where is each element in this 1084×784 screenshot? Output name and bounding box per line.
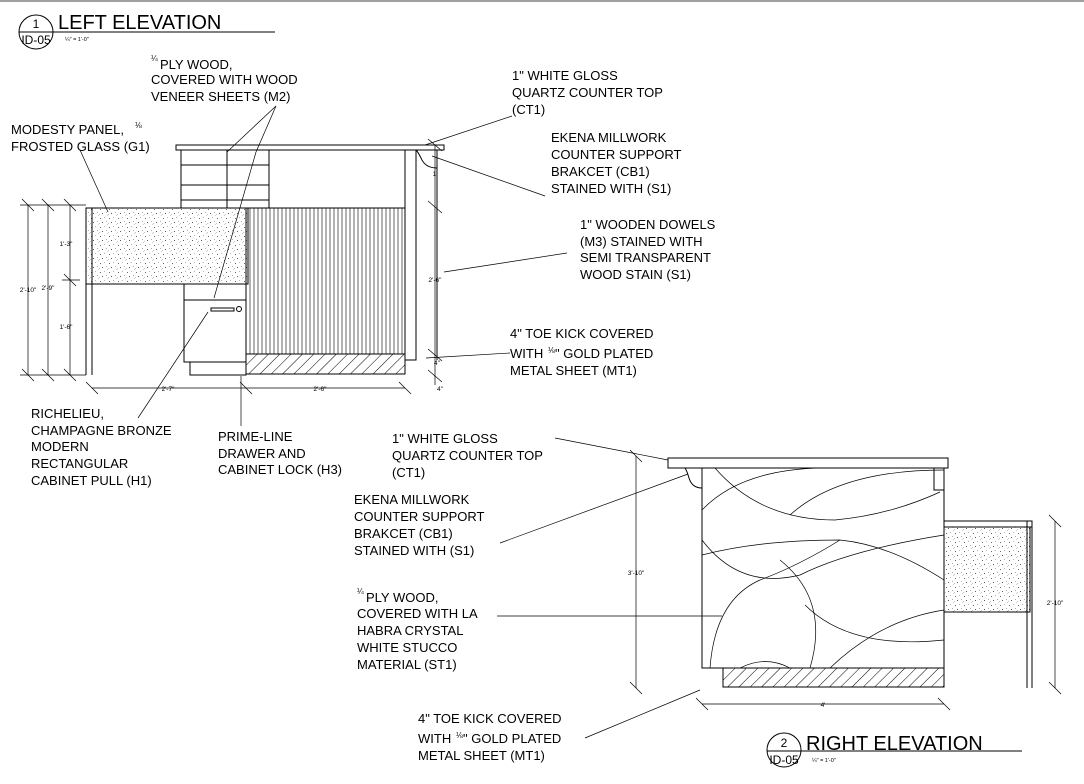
r-note-bracket-line1: EKENA MILLWORK: [354, 492, 470, 507]
note-lock-line1: PRIME-LINE: [218, 429, 293, 444]
modesty-fraction: ⅛: [135, 121, 142, 130]
note-plywood-line2: COVERED WITH WOOD: [151, 72, 298, 87]
r-note-stucco-line3: HABRA CRYSTAL: [357, 623, 463, 638]
note-modesty-line2: FROSTED GLASS (G1): [11, 139, 150, 154]
right-elevation-tag-sheet: ID-05: [769, 753, 799, 767]
left-elevation-notes: ¼ PLY WOOD, COVERED WITH WOOD VENEER SHE…: [11, 54, 716, 488]
r-note-stucco-line2: COVERED WITH LA: [357, 606, 478, 621]
r-note-toekick-line2: " GOLD PLATED: [463, 731, 561, 746]
side-glass-panel: [943, 526, 1031, 613]
note-pull-line1: RICHELIEU,: [31, 406, 104, 421]
r-note-bracket-line3: BRAKCET (CB1): [354, 526, 453, 541]
note-toekick-with: WITH: [510, 346, 543, 361]
dim-width-right: 2'-6": [314, 386, 328, 393]
note-plywood-line1: PLY WOOD,: [160, 57, 232, 72]
note-toekick-line2: " GOLD PLATED: [555, 346, 653, 361]
dim-side-height: 2'-10": [1047, 600, 1064, 607]
dim-total-height: 2'-10": [20, 287, 37, 294]
dim-mid-height: 2'-9": [42, 285, 56, 292]
right-elevation-title-block: 2 ID-05 RIGHT ELEVATION ¼" = 1'-0": [766, 732, 1022, 768]
stucco-fraction: ¼: [357, 587, 364, 596]
right-elevation-tag-number: 2: [781, 736, 788, 750]
right-elevation-drawing: 3'-10" 2'-10" 4': [628, 449, 1064, 711]
r-note-stucco-line1: PLY WOOD,: [366, 590, 438, 605]
stucco-swirl-pattern: [701, 467, 945, 669]
left-elevation-scale: ¼" = 1'-0": [65, 37, 89, 43]
dim-width-left: 2'-7": [162, 386, 176, 393]
toekick-fraction: ⅛: [548, 346, 555, 355]
right-counter-top: [667, 457, 949, 469]
left-elevation-drawing: 2'-10" 2'-9" 1'-3" 1'-6" 1' 2'-6" 4" 4" …: [20, 138, 445, 395]
dim-lower-height: 1'-6": [60, 324, 74, 331]
stucco-body: [701, 467, 945, 669]
veneer-cabinet: [180, 149, 270, 209]
note-pull-line5: CABINET PULL (H1): [31, 473, 152, 488]
note-countertop-line2: QUARTZ COUNTER TOP: [512, 85, 663, 100]
cabinet-pull: [210, 307, 235, 312]
left-elevation-tag-number: 1: [33, 17, 40, 31]
r-note-toekick-with: WITH: [418, 731, 451, 746]
counter-top: [175, 144, 445, 151]
modesty-panel-glass: [85, 207, 249, 285]
note-dowels-line4: WOOD STAIN (S1): [580, 267, 691, 282]
dim-right-width: 4': [821, 702, 826, 709]
note-lock-line3: CABINET LOCK (H3): [218, 462, 342, 477]
r-note-bracket-line4: STAINED WITH (S1): [354, 543, 474, 558]
note-countertop-line1: 1" WHITE GLOSS: [512, 68, 618, 83]
note-toekick-line1: 4" TOE KICK COVERED: [510, 326, 654, 341]
r-toekick-fraction: ⅛: [456, 731, 463, 740]
dim-upper-height: 1'-3": [60, 241, 74, 248]
left-elevation-leaders: [79, 105, 568, 426]
note-plywood-line3: VENEER SHEETS (M2): [151, 89, 290, 104]
dim-top: 1': [433, 171, 438, 178]
note-bracket-line2: COUNTER SUPPORT: [551, 147, 682, 162]
note-pull-line3: MODERN: [31, 439, 89, 454]
dim-right-height-total: 3'-10": [628, 570, 645, 577]
r-note-stucco-line4: WHITE STUCCO: [357, 640, 457, 655]
note-dowels-line1: 1" WOODEN DOWELS: [580, 217, 716, 232]
r-note-countertop-line2: QUARTZ COUNTER TOP: [392, 448, 543, 463]
note-dowels-line2: (M3) STAINED WITH: [580, 234, 703, 249]
right-elevation-title: RIGHT ELEVATION: [806, 733, 983, 755]
left-elevation-title-block: 1 ID-05 LEFT ELEVATION ¼" = 1'-0": [18, 12, 275, 50]
r-note-toekick-line1: 4" TOE KICK COVERED: [418, 711, 562, 726]
left-elevation-tag-sheet: ID-05: [21, 33, 51, 47]
wooden-dowels: [249, 208, 403, 354]
r-note-bracket-line2: COUNTER SUPPORT: [354, 509, 485, 524]
note-bracket-line1: EKENA MILLWORK: [551, 130, 667, 145]
right-elevation-notes: 1" WHITE GLOSS QUARTZ COUNTER TOP (CT1) …: [354, 431, 562, 763]
note-toekick-line3: METAL SHEET (MT1): [510, 363, 637, 378]
left-elevation-title: LEFT ELEVATION: [58, 12, 221, 34]
counter-bracket: [415, 149, 438, 169]
note-pull-line4: RECTANGULAR: [31, 456, 128, 471]
cabinet-lock: [236, 306, 242, 312]
right-elevation-leaders: [497, 437, 722, 739]
note-bracket-line4: STAINED WITH (S1): [551, 181, 671, 196]
note-lock-line2: DRAWER AND: [218, 446, 306, 461]
note-countertop-line3: (CT1): [512, 102, 545, 117]
note-dowels-line3: SEMI TRANSPARENT: [580, 250, 711, 265]
plywood-fraction: ¼: [151, 54, 158, 63]
note-modesty-line1: MODESTY PANEL,: [11, 122, 124, 137]
r-note-countertop-line3: (CT1): [392, 465, 425, 480]
dim-right-height: 2'-6": [429, 277, 443, 284]
right-toe-kick-metal: [722, 667, 945, 688]
right-elevation-tag-circle: [766, 732, 802, 768]
dim-kick-2: 4": [437, 386, 444, 393]
r-note-stucco-line5: MATERIAL (ST1): [357, 657, 457, 672]
note-pull-line2: CHAMPAGNE BRONZE: [31, 423, 172, 438]
r-note-toekick-line3: METAL SHEET (MT1): [418, 748, 545, 763]
dim-kick: 4": [434, 360, 441, 367]
toe-kick-metal: [245, 353, 406, 375]
right-elevation-scale: ¼" = 1'-0": [812, 758, 836, 764]
r-note-countertop-line1: 1" WHITE GLOSS: [392, 431, 498, 446]
note-bracket-line3: BRAKCET (CB1): [551, 164, 650, 179]
